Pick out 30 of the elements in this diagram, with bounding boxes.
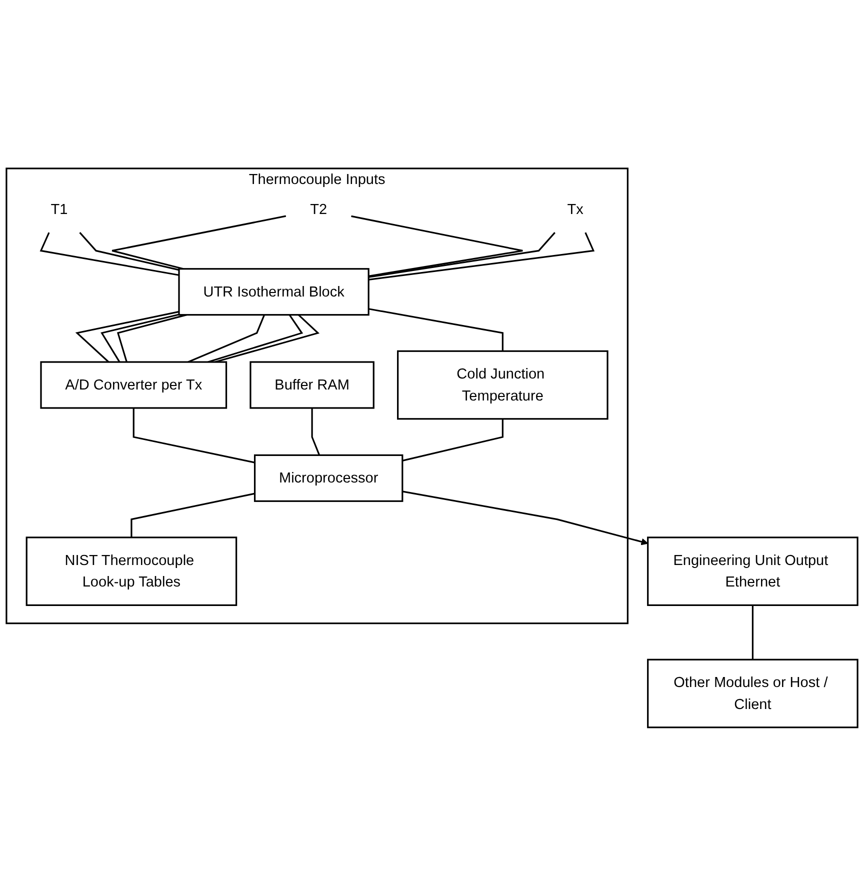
connector [100, 314, 180, 363]
connector [351, 215, 524, 278]
node-box: Other Modules or Host / Client [647, 658, 858, 728]
node-box: Cold Junction Temperature [397, 350, 608, 420]
connector [188, 314, 266, 363]
connector [40, 232, 180, 276]
node-text: Tx [567, 201, 584, 218]
connector [130, 492, 255, 538]
connector [402, 418, 504, 462]
connector [368, 232, 595, 281]
node-box: Engineering Unit Output Ethernet [647, 536, 858, 606]
node-text: T1 [50, 201, 68, 218]
connector [111, 215, 286, 270]
connector [368, 232, 556, 278]
node-box: UTR Isothermal Block [178, 268, 370, 316]
node-box: A/D Converter per Tx [40, 361, 228, 409]
connector [75, 310, 180, 363]
node-box: Microprocessor [254, 454, 404, 502]
connector [79, 232, 180, 271]
node-text: T2 [310, 201, 328, 218]
connector [208, 314, 304, 363]
connector [214, 314, 320, 363]
connector [752, 605, 754, 660]
connector [132, 408, 255, 464]
node-box: NIST Thermocouple Look-up Tables [26, 536, 238, 606]
node-box: Buffer RAM [250, 361, 374, 409]
arrow [402, 490, 648, 546]
connector [311, 408, 320, 456]
connector [116, 314, 187, 362]
connector [368, 308, 504, 352]
